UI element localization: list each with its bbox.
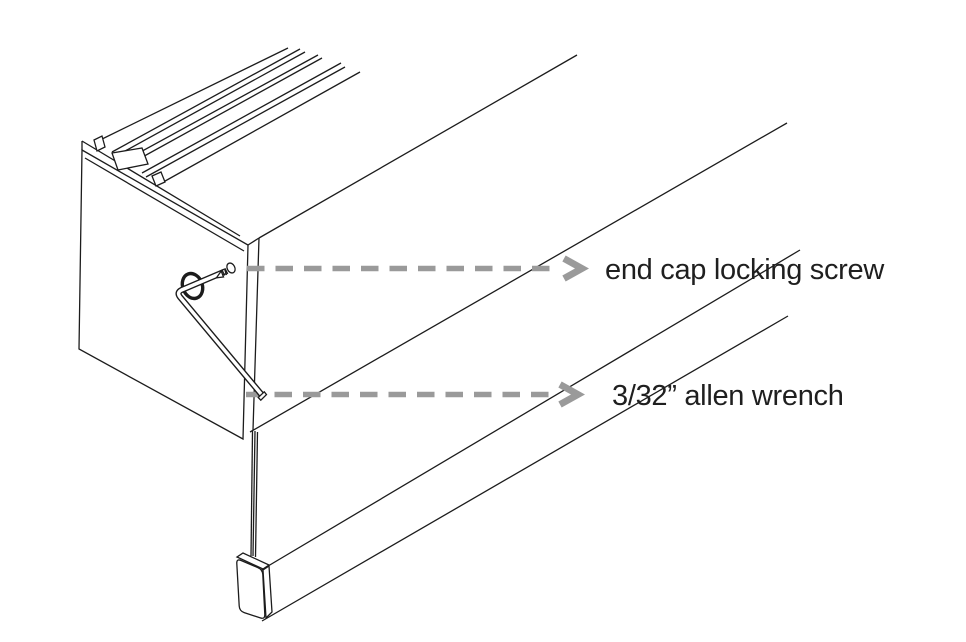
end-cap-crease (84, 157, 245, 252)
rail-channel (111, 147, 149, 171)
wrench-rod-core (176, 269, 263, 396)
screw-thread-tick (224, 268, 229, 275)
cord-weight (235, 552, 273, 620)
hem-bar (257, 249, 801, 622)
lift-cord (250, 430, 259, 558)
cord-weight-front (236, 559, 266, 619)
cord-weight-top (235, 552, 271, 570)
annotation-arrow-wrench (246, 381, 586, 408)
arrow-head-icon (562, 255, 590, 282)
allen-wrench (175, 268, 268, 402)
label-end-cap-locking-screw: end cap locking screw (605, 254, 885, 286)
hem-bar-top-edge (257, 249, 801, 573)
screw-thread-tick (221, 269, 226, 276)
annotation-arrow-screw (247, 255, 590, 282)
screw-point (215, 269, 225, 279)
body-bottom-edge (249, 122, 788, 433)
end-cap-face (78, 148, 249, 441)
lip-tab-2 (151, 171, 166, 187)
cassette-rails (95, 47, 361, 186)
cord-weight-side (262, 564, 273, 620)
end-cap-lip (81, 140, 241, 237)
hem-bar-bottom-edge (261, 315, 789, 622)
end-cap (78, 135, 249, 441)
cassette-body (247, 54, 788, 433)
screw-head (226, 262, 236, 274)
lip-tab-1 (93, 135, 106, 152)
arrow-head-icon (558, 381, 586, 408)
label-allen-wrench: 3/32” allen wrench (612, 380, 844, 412)
body-rim-connector (247, 237, 260, 246)
locking-screw (215, 262, 236, 279)
wrench-tip-facet (257, 390, 268, 402)
body-top-edge (258, 54, 578, 239)
